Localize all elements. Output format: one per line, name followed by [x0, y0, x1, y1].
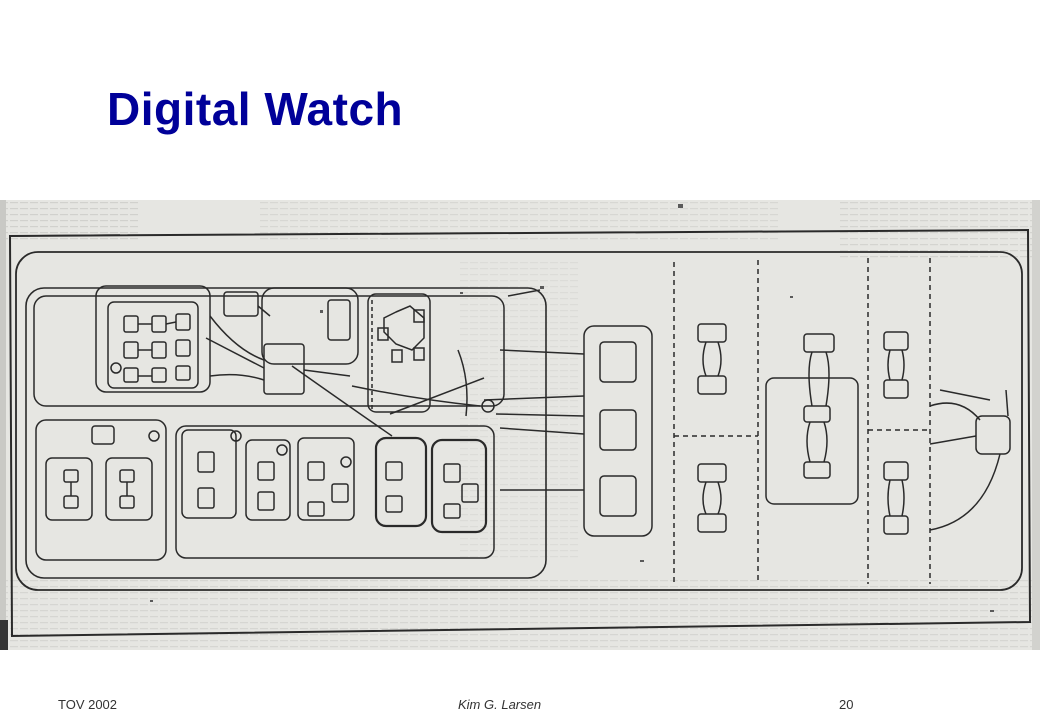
footer-slide-number: 20	[839, 697, 854, 712]
statechart-scan-image	[0, 200, 1040, 650]
footer-course: TOV 2002	[58, 697, 118, 712]
footer-author: Kim G. Larsen	[458, 697, 542, 712]
slide-title: Digital Watch	[107, 83, 404, 135]
